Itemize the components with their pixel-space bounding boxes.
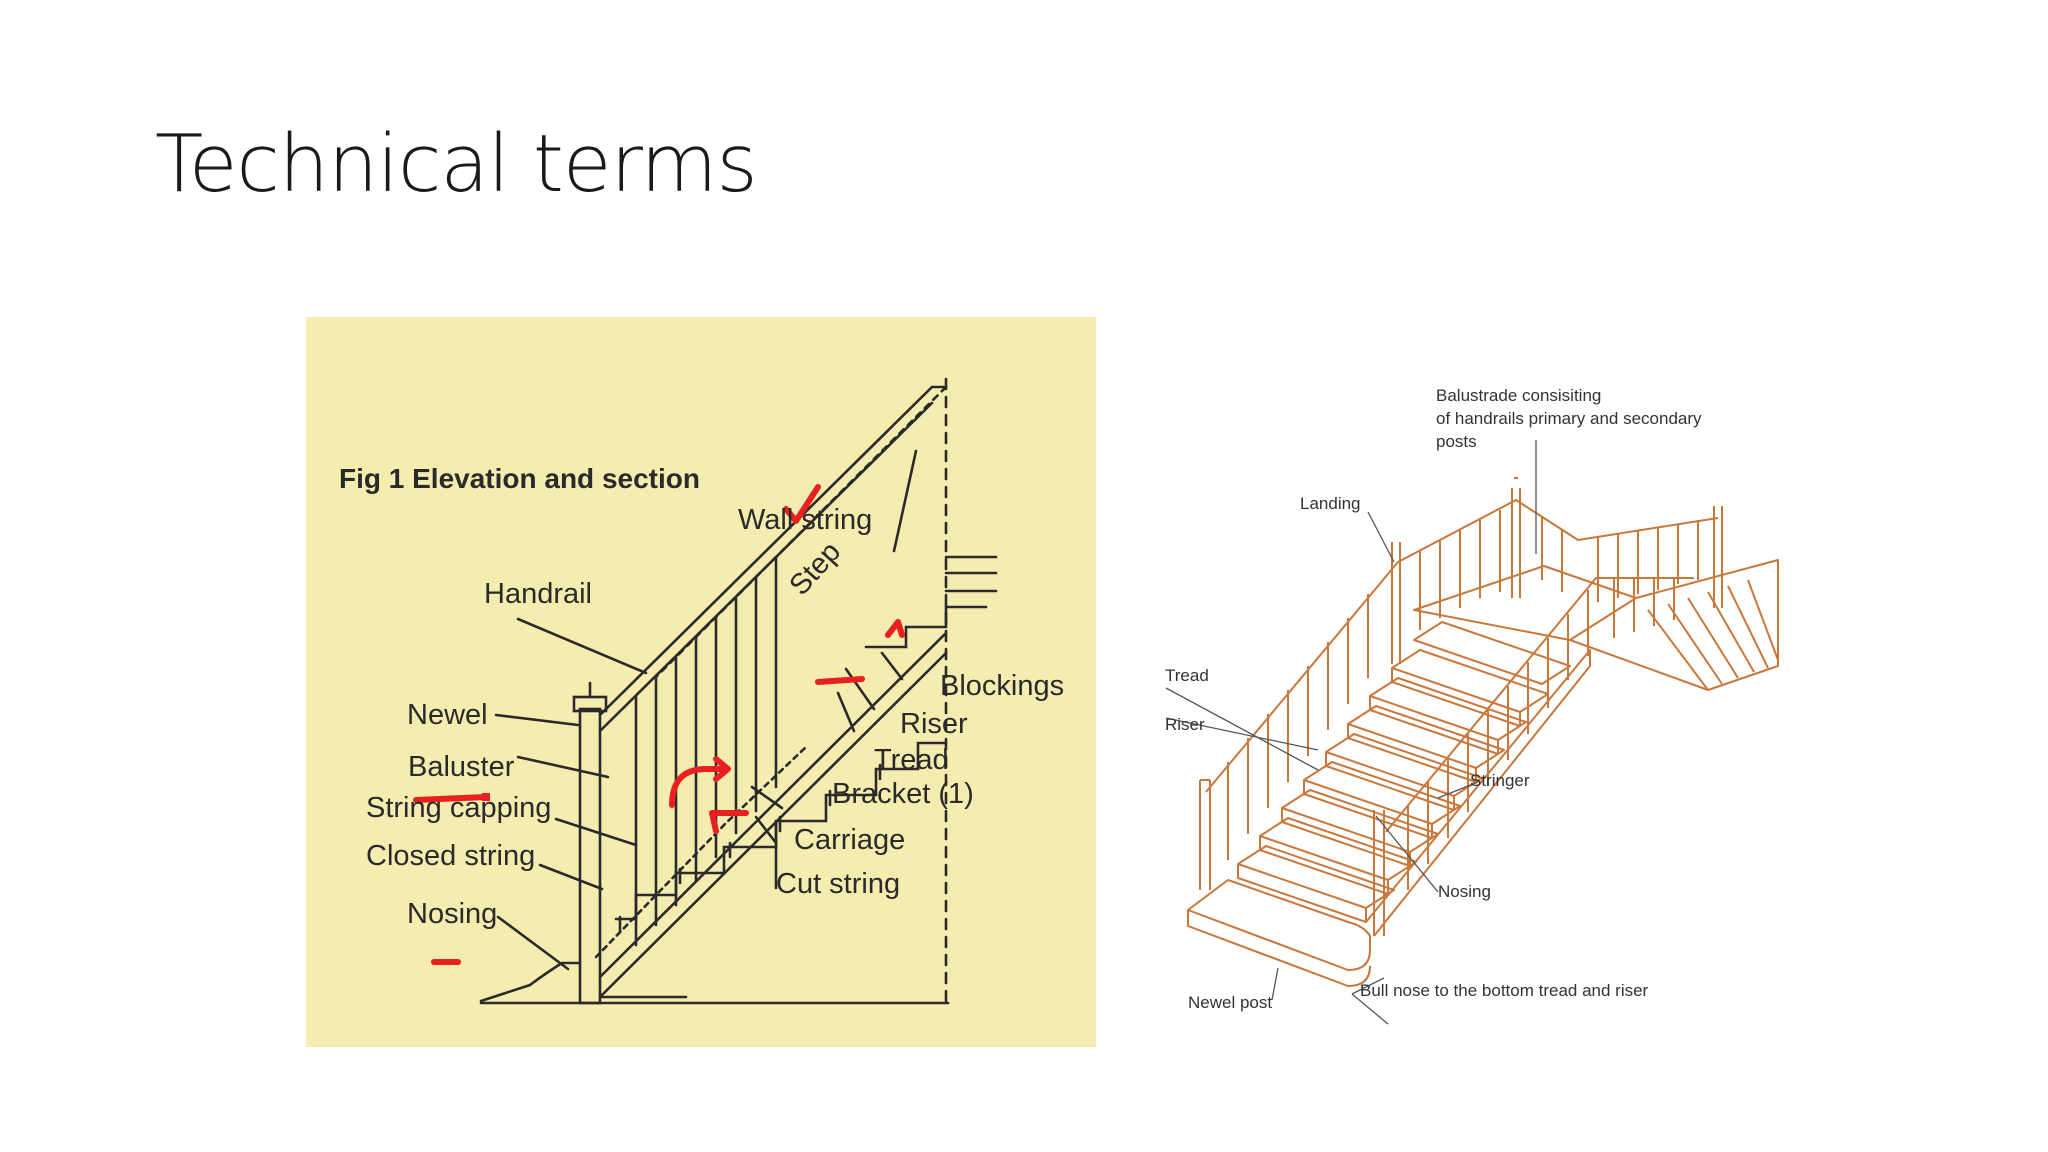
label-balustrade-line1: Balustrade consisiting [1436, 386, 1601, 405]
annotation-step-mark [709, 810, 749, 834]
leader-bracket [750, 785, 784, 810]
figure1-labels: Fig 1 Elevation and section Wall string … [339, 463, 1064, 930]
figure1-caption: Fig 1 Elevation and section [339, 463, 700, 494]
label-cut-string: Cut string [776, 868, 900, 900]
label-bracket: Bracket (1) [832, 778, 974, 810]
slide-title: Technical terms [155, 118, 758, 210]
leader-tread [836, 691, 856, 733]
figure2-labels: Balustrade consisiting of handrails prim… [1165, 386, 1702, 1012]
label-wall-string: Wall string [738, 504, 872, 536]
leader-closed-string [538, 863, 604, 891]
leader-newel [494, 713, 580, 727]
label-nosing: Nosing [407, 898, 497, 930]
check-mark-icon [783, 484, 821, 524]
leader-wall-string [892, 449, 918, 553]
leader-handrail [516, 617, 648, 675]
label-balustrade-line3: posts [1436, 432, 1477, 451]
label-landing: Landing [1300, 494, 1361, 513]
annotation-tread-mark [815, 676, 865, 685]
label-balustrade-line2: of handrails primary and secondary [1436, 409, 1702, 428]
stair-isometric-figure: Balustrade consisiting of handrails prim… [1165, 386, 1779, 1025]
label-riser: Riser [900, 708, 968, 740]
annotation-riser-mark [885, 619, 905, 638]
leader-string-capping [554, 817, 638, 847]
leader-carriage [754, 815, 778, 845]
leader-baluster [516, 755, 610, 779]
curved-arrow-icon [669, 756, 731, 808]
label-nosing: Nosing [1438, 882, 1491, 901]
label-riser: Riser [1165, 715, 1205, 734]
label-tread: Tread [874, 744, 949, 776]
leader-blockings [880, 651, 904, 681]
label-closed-string: Closed string [366, 840, 535, 872]
label-newel-post: Newel post [1188, 993, 1272, 1012]
isometric-stair-drawing [1187, 477, 1779, 987]
label-tread: Tread [1165, 666, 1209, 685]
label-handrail: Handrail [484, 578, 592, 610]
figure-background [306, 317, 1096, 1047]
leader-riser [844, 667, 876, 711]
stair-elevation-figure: Fig 1 Elevation and section Wall string … [306, 317, 1096, 1047]
label-string-capping: String capping [366, 792, 551, 824]
leader-nosing [496, 915, 570, 971]
figure2-leaders [1165, 440, 1537, 1025]
label-carriage: Carriage [794, 824, 905, 856]
label-blockings: Blockings [940, 670, 1064, 702]
stair-drawing [479, 377, 998, 1009]
label-stringer: Stringer [1470, 771, 1530, 790]
label-newel: Newel [407, 699, 488, 731]
label-baluster: Baluster [408, 751, 515, 783]
label-bull-nose: Bull nose to the bottom tread and riser [1360, 981, 1649, 1000]
